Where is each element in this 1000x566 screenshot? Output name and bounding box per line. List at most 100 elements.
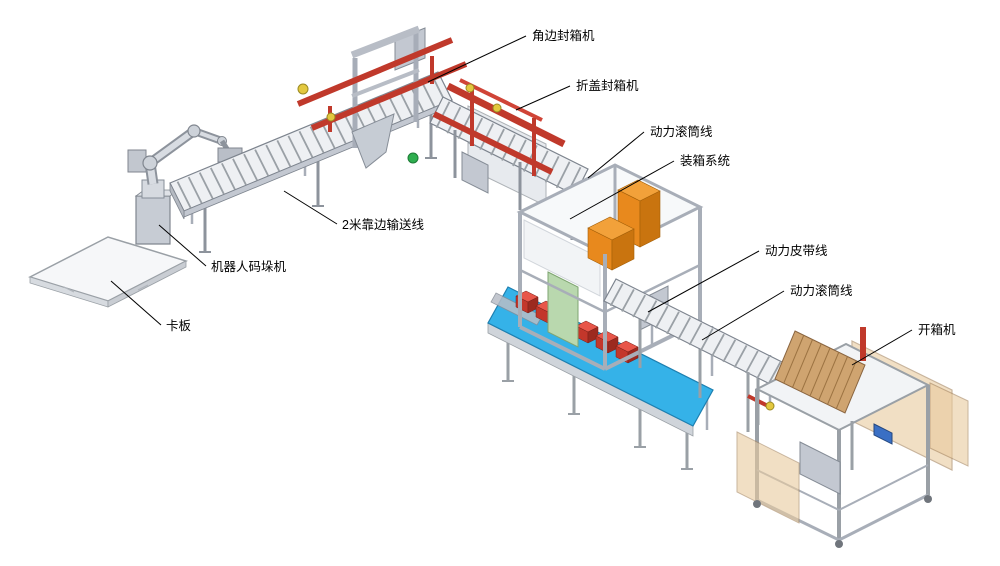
power-belt-conveyor [487, 286, 714, 470]
label-power-roller-line-right: 动力滚筒线 [790, 283, 853, 298]
label-power-roller-line-top-leader [587, 131, 645, 179]
roller [221, 162, 237, 192]
green-indicator [407, 152, 419, 164]
labels-layer: 角边封箱机折盖封箱机动力滚筒线装箱系统动力皮带线动力滚筒线开箱机2米靠边输送线机… [110, 28, 956, 366]
roller [320, 121, 337, 151]
label-case-packing-system: 装箱系统 [680, 153, 730, 168]
roller [621, 288, 635, 312]
roller [254, 149, 270, 179]
case-packing-system [516, 163, 704, 371]
robot-pedestal [135, 195, 171, 245]
cardboard-sheet-edge [818, 352, 840, 401]
blank-magazine-sheets [783, 335, 857, 409]
label-robot-palletizer-leader [158, 224, 207, 267]
label-power-roller-line-right-leader [701, 290, 785, 341]
roller [243, 153, 259, 183]
cardboard-sheet-edge [792, 339, 813, 388]
erector-blue-part [873, 423, 893, 445]
roller [688, 322, 703, 346]
cardboard-sheet-edge [783, 335, 805, 384]
roller [198, 172, 215, 201]
sealer-red-beam [446, 82, 566, 148]
flap-fold-sealer-machine [429, 78, 589, 240]
yellow-clamp [765, 401, 775, 411]
cardboard-sheet-edge [827, 356, 848, 405]
label-case-erector: 开箱机 [918, 322, 956, 337]
roller [265, 144, 282, 174]
roller [446, 106, 462, 134]
roller [632, 294, 646, 318]
cardboard-sheet-edge [800, 343, 822, 392]
roller [756, 356, 770, 380]
roller [209, 167, 226, 197]
yellow-clamp [465, 83, 475, 93]
roller [745, 350, 759, 374]
roller [654, 305, 669, 329]
label-pallet: 卡板 [166, 319, 192, 333]
roller [711, 333, 725, 357]
roller [767, 361, 782, 385]
yellow-clamp [492, 103, 502, 113]
roller [722, 339, 737, 363]
sealer-red-rail-upper [296, 37, 454, 107]
pallet-top [28, 236, 188, 302]
cardboard-sheet-edge [809, 347, 831, 397]
label-2m-edge-conveyor-leader [283, 190, 338, 225]
roller [331, 117, 348, 146]
robot-palletizer [127, 124, 243, 245]
roller [387, 94, 403, 124]
label-power-belt-line-leader [647, 250, 760, 313]
roller [176, 181, 193, 211]
pallet [28, 236, 188, 308]
roller [555, 161, 571, 189]
conveyor-rollers [609, 283, 782, 385]
packer-green-panel [547, 271, 579, 348]
roller [677, 316, 692, 340]
yellow-clamp [297, 83, 309, 95]
roller [435, 101, 451, 129]
packer-white-panel [523, 219, 601, 297]
label-power-roller-line-top: 动力滚筒线 [650, 124, 713, 139]
roller [643, 300, 658, 324]
erector-unit [799, 441, 841, 495]
label-pallet-leader [110, 280, 162, 326]
label-corner-edge-sealer: 角边封箱机 [532, 28, 595, 43]
roller [699, 328, 714, 352]
roller [298, 130, 315, 160]
roller [609, 283, 624, 307]
roller [666, 311, 680, 335]
roller [276, 140, 293, 169]
roller [398, 89, 415, 119]
cardboard-sheet-edge [835, 360, 857, 409]
roller [287, 135, 304, 165]
caster-wheel [924, 495, 932, 503]
robot-elbow-joint [187, 124, 201, 138]
yellow-clamp [326, 112, 336, 122]
roller [733, 344, 748, 368]
roller [232, 158, 248, 188]
label-power-belt-line: 动力皮带线 [765, 244, 828, 258]
robot-shoulder-joint [142, 155, 158, 171]
belt-surface [487, 286, 714, 427]
roller [420, 80, 437, 110]
sealer-hopper [351, 113, 395, 169]
erector-tan-panel-left [736, 431, 800, 524]
label-case-erector-leader [851, 329, 913, 366]
case-erector-machine [736, 327, 969, 548]
roller [187, 176, 204, 206]
corner-edge-sealer-machine [296, 25, 468, 169]
sealer-red-rail-lower [310, 61, 468, 131]
label-flap-fold-sealer-leader [515, 85, 571, 111]
control-box [461, 151, 489, 194]
label-corner-edge-sealer-leader [427, 35, 527, 83]
roller [457, 112, 473, 140]
label-2m-edge-conveyor: 2米靠边输送线 [342, 217, 424, 232]
caster-wheel [753, 500, 761, 508]
label-flap-fold-sealer: 折盖封箱机 [576, 78, 639, 93]
roller [309, 126, 326, 156]
conveyor-end-plate [169, 182, 185, 220]
label-case-packing-system-leader [569, 160, 675, 220]
caster-wheel [835, 540, 843, 548]
